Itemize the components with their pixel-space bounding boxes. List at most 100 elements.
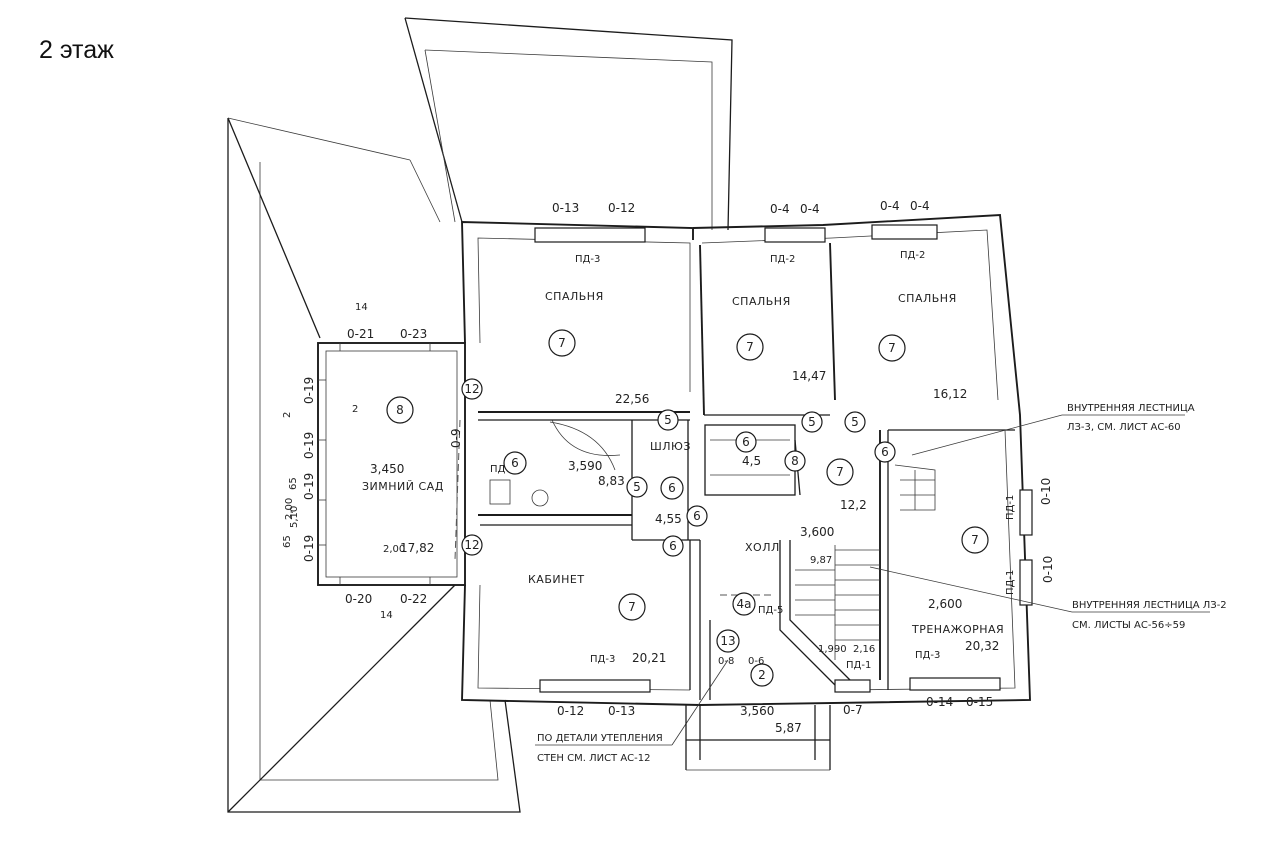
window-label: 0-4 (770, 202, 790, 216)
room-office-name: КАБИНЕТ (528, 573, 585, 586)
room-hall-height: 3,600 (800, 525, 834, 539)
room-bath-door: ПД-1 (490, 464, 515, 475)
door-label: ПД-1 (846, 660, 871, 671)
room-bed2-area: 14,47 (792, 369, 826, 383)
window-label: 0-14 (926, 695, 953, 709)
room-bath-area: 8,83 (598, 474, 625, 488)
note-stair1-line2: ЛЗ-3, СМ. ЛИСТ АС-60 (1067, 422, 1181, 433)
room-porch-area: 5,87 (775, 721, 802, 735)
room-porch-height: 3,560 (740, 704, 774, 718)
window-label: 0-8 (718, 656, 734, 667)
window-label: 0-7 (843, 703, 863, 717)
room-office-area: 20,21 (632, 651, 666, 665)
dimension-label: 9,87 (810, 555, 832, 566)
bathroom-fixtures (489, 419, 790, 507)
room-garden-height: 3,450 (370, 462, 404, 476)
marker-5c: 5 (851, 415, 859, 429)
room-bed1-door: ПД-3 (575, 254, 600, 265)
marker-5d: 5 (633, 480, 641, 494)
room-bed3-name: СПАЛЬНЯ (898, 292, 957, 305)
note-stair2-line1: ВНУТРЕННЯЯ ЛЕСТНИЦА ЛЗ-2 (1072, 600, 1227, 611)
room-wc-number: 6 (742, 435, 750, 449)
window-label: 0-12 (608, 201, 635, 215)
room-garden-area: 17,82 (400, 541, 434, 555)
marker-12a: 12 (464, 382, 479, 396)
room-gym-area: 20,32 (965, 639, 999, 653)
room-bath-number: 6 (511, 456, 519, 470)
marker-5b: 5 (808, 415, 816, 429)
room-vest-number: 4а (737, 597, 752, 611)
page-title: 2 этаж (39, 36, 114, 64)
marker-14b: 14 (380, 610, 393, 621)
window-label: 0-20 (345, 592, 372, 606)
room-bed2-door: ПД-2 (770, 254, 795, 265)
winter-garden-walls (317, 342, 466, 586)
window-label: 0-22 (400, 592, 427, 606)
room-hall-area: 12,2 (840, 498, 867, 512)
room-number-markers: 7 7 7 8 6 6 6 7 7 7 2 4а (386, 329, 989, 687)
window-labels: 0-13 0-12 0-4 0-4 0-4 0-4 0-21 0-23 0-20… (302, 199, 1055, 718)
door-label: ПД-1 (1005, 570, 1016, 595)
window-label: 0-4 (880, 199, 900, 213)
room-hall-number: 7 (836, 465, 844, 479)
window-label: 0-15 (966, 695, 993, 709)
room-bath-height: 3,590 (568, 459, 602, 473)
marker-6a: 6 (881, 445, 889, 459)
room-bed2-name: СПАЛЬНЯ (732, 295, 791, 308)
room-gym-door: ПД-3 (915, 650, 940, 661)
room-hall-name: ХОЛЛ (745, 541, 780, 554)
window-label: 0-13 (608, 704, 635, 718)
stair-drawing (454, 419, 936, 660)
exterior-walls (461, 214, 1031, 706)
room-garden-name: ЗИМНИЙ САД (362, 480, 444, 493)
room-bed1-area: 22,56 (615, 392, 649, 406)
porch-outline (685, 705, 831, 771)
marker-5a: 5 (664, 413, 672, 427)
window-label: 0-13 (552, 201, 579, 215)
window-label: 0-23 (400, 327, 427, 341)
dimension-label: 2 (352, 404, 358, 415)
window-label: 0-6 (748, 656, 764, 667)
marker-8: 8 (791, 454, 799, 468)
window-label: 0-10 (1039, 478, 1053, 505)
dimension-label: 1,990 (818, 644, 847, 655)
marker-14a: 14 (355, 302, 368, 313)
window-label: 0-19 (302, 535, 316, 562)
dimension-label: 2,16 (853, 644, 875, 655)
room-bed1-name: СПАЛЬНЯ (545, 290, 604, 303)
room-labels: ПД-3 СПАЛЬНЯ 22,56 ПД-2 СПАЛЬНЯ 14,47 ПД… (362, 250, 1004, 735)
dimension-label: 65 (288, 477, 299, 490)
roof-outline (227, 17, 733, 813)
room-bed1-number: 7 (558, 336, 566, 350)
marker-6b: 6 (693, 509, 701, 523)
room-bed3-number: 7 (888, 341, 896, 355)
note-stair1-line1: ВНУТРЕННЯЯ ЛЕСТНИЦА (1067, 403, 1195, 414)
room-office-door: ПД-3 (590, 654, 615, 665)
dimension-label: 2,00 (284, 498, 295, 520)
dimension-label: 65 (282, 535, 293, 548)
marker-13: 13 (720, 634, 735, 648)
room-porch-number: 2 (758, 668, 766, 682)
window-label: 0-12 (557, 704, 584, 718)
window-label: 0-9 (449, 428, 463, 448)
room-vest-door: ПД-5 (758, 605, 783, 616)
room-gym-number: 7 (971, 533, 979, 547)
note-stair2-line2: СМ. ЛИСТЫ АС-56÷59 (1072, 620, 1185, 631)
room-gym-height: 2,600 (928, 597, 962, 611)
room-wc-area: 4,5 (742, 454, 761, 468)
room-bed2-number: 7 (746, 340, 754, 354)
window-label: 0-4 (800, 202, 820, 216)
window-label: 0-19 (302, 377, 316, 404)
window-label: 0-4 (910, 199, 930, 213)
room-office-number: 7 (628, 600, 636, 614)
dimension-label: 2,00 (383, 544, 405, 555)
dimension-label: 5,10 (289, 506, 300, 528)
room-gym-name: ТРЕНАЖОРНАЯ (911, 623, 1004, 636)
dimension-label: 2 (282, 412, 293, 418)
door-labels: ПД-1 ПД-1 ПД-1 (846, 495, 1016, 671)
window-label: 0-10 (1041, 556, 1055, 583)
door-label: ПД-1 (1005, 495, 1016, 520)
callout-notes: ВНУТРЕННЯЯ ЛЕСТНИЦА ЛЗ-3, СМ. ЛИСТ АС-60… (535, 403, 1227, 764)
marker-6c: 6 (669, 539, 677, 553)
window-label: 0-19 (302, 473, 316, 500)
